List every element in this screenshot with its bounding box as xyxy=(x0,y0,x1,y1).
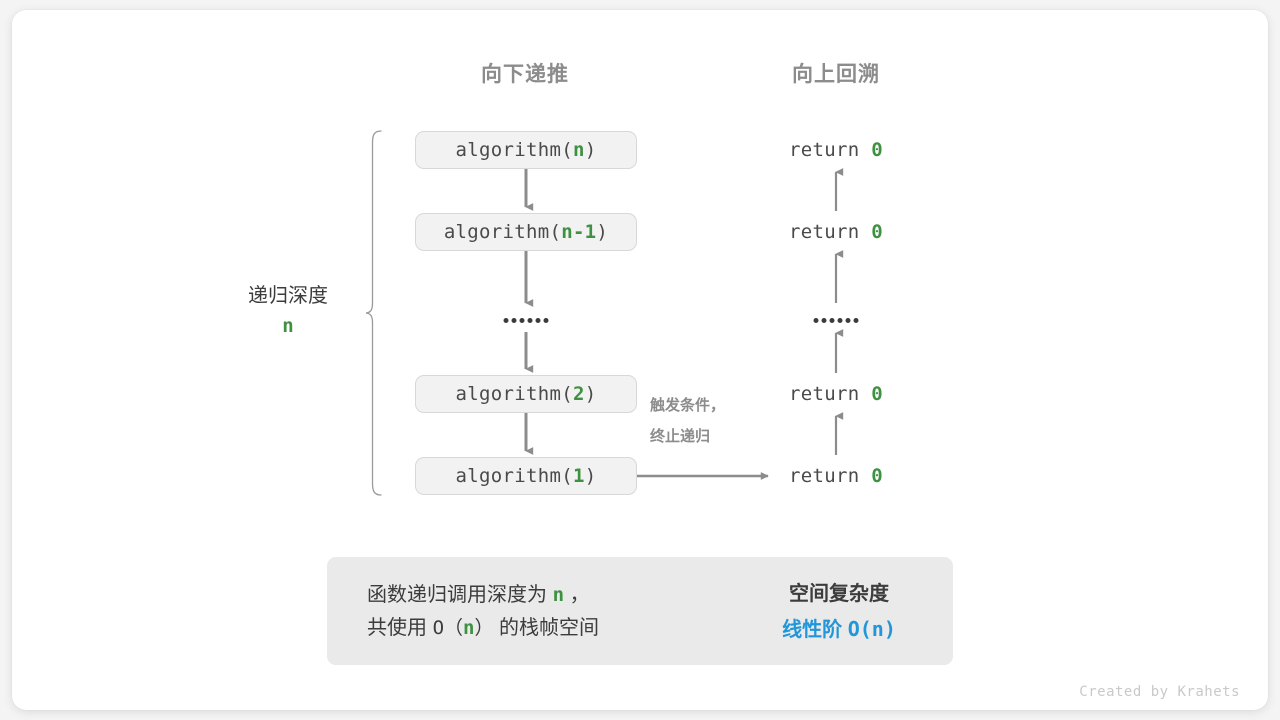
return-value: 0 xyxy=(871,221,883,243)
recursion-depth-annotation: 递归深度 n xyxy=(248,281,328,341)
return-label: return 0 xyxy=(789,221,883,243)
recursion-ellipsis xyxy=(503,318,549,323)
return-label: return 0 xyxy=(789,139,883,161)
ellipsis-dot xyxy=(519,318,525,323)
ellipsis-dot xyxy=(821,318,827,323)
return-label: return 0 xyxy=(789,465,883,487)
ellipsis-dot xyxy=(527,318,533,323)
column-header-recursion: 向下递推 xyxy=(481,63,569,86)
call-frame-prefix: algorithm( xyxy=(455,139,573,161)
complexity-value: 线性阶 O(n) xyxy=(782,612,896,648)
summary-line2-text-b: 的栈帧空间 xyxy=(499,617,600,639)
summary-line2-text-a: 共使用 xyxy=(367,617,427,639)
call-frame-suffix: ) xyxy=(584,383,597,405)
depth-brace-icon xyxy=(365,130,382,496)
call-frame-box[interactable]: algorithm(n-1) xyxy=(415,213,637,251)
call-frame-prefix: algorithm( xyxy=(455,383,573,405)
summary-line1-highlight: n xyxy=(552,584,565,606)
call-frame-prefix: algorithm( xyxy=(443,221,562,243)
ellipsis-dot xyxy=(837,318,843,323)
call-frame-box[interactable]: algorithm(n) xyxy=(415,131,637,169)
summary-line-2: 共使用 O（n） 的栈帧空间 xyxy=(367,612,599,645)
base-case-annotation: 触发条件， 终止递归 xyxy=(650,390,725,452)
summary-description: 函数递归调用深度为 n ， 共使用 O（n） 的栈帧空间 xyxy=(367,579,599,645)
return-value: 0 xyxy=(871,139,883,161)
ellipsis-dot xyxy=(845,318,851,323)
call-frame-arg: 2 xyxy=(572,383,585,405)
ellipsis-dot xyxy=(503,318,509,323)
base-case-line-1: 触发条件， xyxy=(650,397,726,414)
call-frame-prefix: algorithm( xyxy=(455,465,573,487)
summary-conclusion: 空间复杂度 线性阶 O(n) xyxy=(782,577,896,648)
call-frame-box[interactable]: algorithm(1) xyxy=(415,457,637,495)
call-frame-arg: n xyxy=(572,139,585,161)
recursion-depth-title: 递归深度 xyxy=(248,285,328,307)
complexity-notation: O(n) xyxy=(847,617,896,641)
summary-line2-notation-close: ） xyxy=(474,617,494,639)
summary-line-1: 函数递归调用深度为 n ， xyxy=(367,579,599,612)
ellipsis-dot xyxy=(813,318,819,323)
return-keyword: return xyxy=(789,465,872,487)
ellipsis-dot xyxy=(535,318,541,323)
ellipsis-dot xyxy=(511,318,517,323)
complexity-title: 空间复杂度 xyxy=(788,583,889,605)
backtrack-ellipsis xyxy=(813,318,859,323)
ellipsis-dot xyxy=(829,318,835,323)
column-header-backtracking: 向上回溯 xyxy=(792,63,880,86)
return-keyword: return xyxy=(789,139,872,161)
call-frame-arg: n-1 xyxy=(561,221,597,243)
return-keyword: return xyxy=(789,383,872,405)
call-frame-arg: 1 xyxy=(572,465,585,487)
summary-line2-highlight: n xyxy=(463,617,475,639)
ellipsis-dot xyxy=(853,318,859,323)
ellipsis-dot xyxy=(543,318,549,323)
complexity-order-name: 线性阶 xyxy=(782,619,843,641)
summary-line2-notation-open: O（ xyxy=(432,617,464,639)
recursion-depth-value: n xyxy=(282,315,294,337)
base-case-line-2: 终止递归 xyxy=(650,428,711,445)
return-keyword: return xyxy=(789,221,872,243)
credit-text: Created by Krahets xyxy=(1079,684,1240,700)
summary-line1-text-a: 函数递归调用深度为 xyxy=(367,584,547,606)
call-frame-box[interactable]: algorithm(2) xyxy=(415,375,637,413)
return-value: 0 xyxy=(871,383,883,405)
return-label: return 0 xyxy=(789,383,883,405)
call-frame-suffix: ) xyxy=(596,221,609,243)
summary-line1-text-b: ， xyxy=(569,584,590,606)
call-frame-suffix: ) xyxy=(584,465,597,487)
call-frame-suffix: ) xyxy=(584,139,597,161)
summary-panel: 函数递归调用深度为 n ， 共使用 O（n） 的栈帧空间 空间复杂度 线性阶 O… xyxy=(327,557,953,665)
return-value: 0 xyxy=(871,465,883,487)
